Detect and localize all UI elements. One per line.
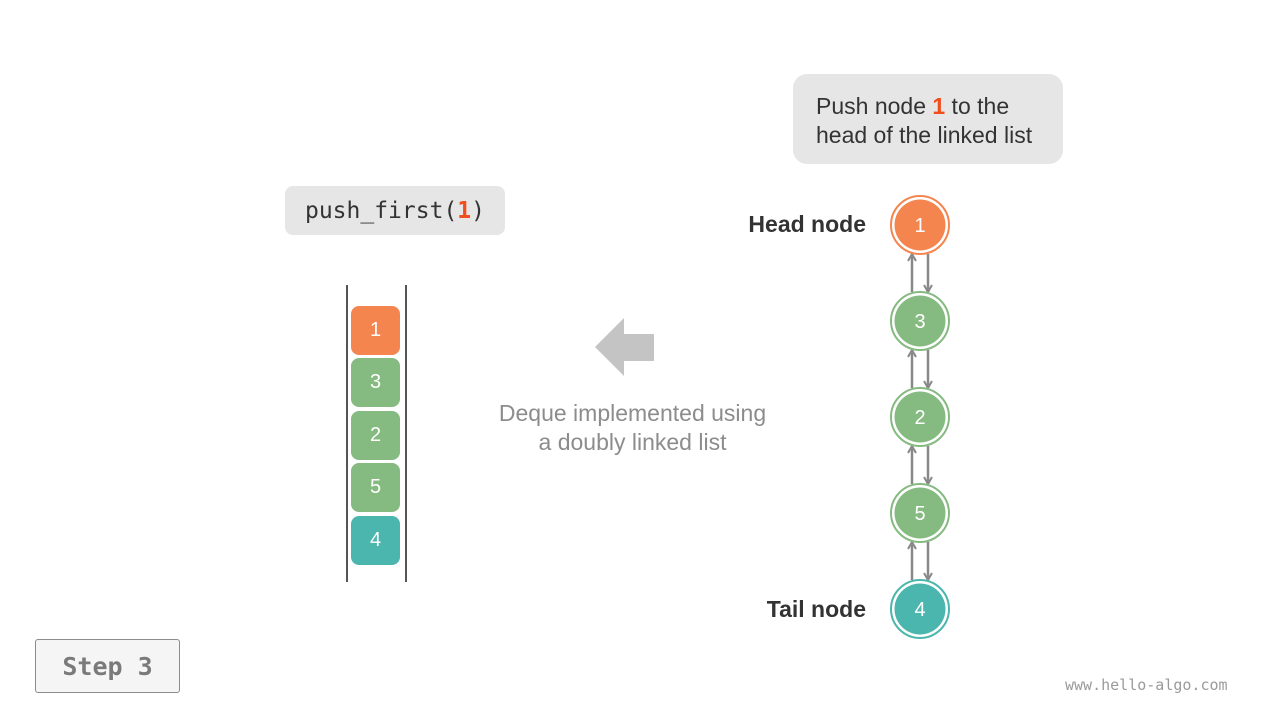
deque-cell: 3 — [351, 358, 400, 407]
operation-func: push_first( — [304, 197, 458, 224]
node-value: 5 — [914, 503, 925, 525]
deque-cell: 5 — [351, 463, 400, 512]
callout-suffix: to the — [945, 93, 1010, 119]
callout-text: Push node 1 to the head of the linked li… — [816, 92, 1032, 150]
deque-cell: 2 — [351, 411, 400, 460]
tail-node-label: Tail node — [766, 596, 866, 622]
deque-right-wall — [405, 285, 407, 582]
list-node: 1 — [890, 195, 950, 255]
deque-left-wall — [346, 285, 348, 582]
list-node: 3 — [890, 291, 950, 351]
caption-line2: a doubly linked list — [538, 429, 727, 455]
caption-line1: Deque implemented using — [498, 400, 767, 426]
operation-arg: 1 — [457, 197, 472, 224]
deque-cell: 1 — [351, 306, 400, 355]
node-circle — [894, 583, 946, 635]
list-node: 5 — [890, 483, 950, 543]
node-value: 1 — [914, 215, 925, 237]
deque-cell: 4 — [351, 516, 400, 565]
operation-close: ) — [471, 197, 486, 224]
linked-list: 1 3 2 5 4 — [890, 195, 950, 639]
diagram-caption: Deque implemented using a doubly linked … — [480, 399, 785, 457]
node-value: 3 — [914, 311, 925, 333]
callout-bubble: Push node 1 to the head of the linked li… — [793, 74, 1063, 164]
node-circle — [894, 199, 946, 251]
list-node: 2 — [890, 387, 950, 447]
node-circle — [894, 295, 946, 347]
step-indicator: Step 3 — [35, 639, 180, 693]
list-node: 4 — [890, 579, 950, 639]
node-value: 2 — [914, 407, 925, 429]
left-arrow-icon — [595, 318, 654, 376]
node-value: 4 — [914, 599, 925, 621]
operation-label: push_first(1) — [285, 186, 505, 235]
callout-prefix: Push node — [816, 93, 933, 119]
node-circle — [894, 391, 946, 443]
callout-line2: head of the linked list — [816, 122, 1033, 148]
site-watermark: www.hello-algo.com — [1065, 676, 1228, 694]
node-circle — [894, 487, 946, 539]
callout-highlight: 1 — [932, 93, 946, 119]
head-node-label: Head node — [748, 211, 866, 237]
